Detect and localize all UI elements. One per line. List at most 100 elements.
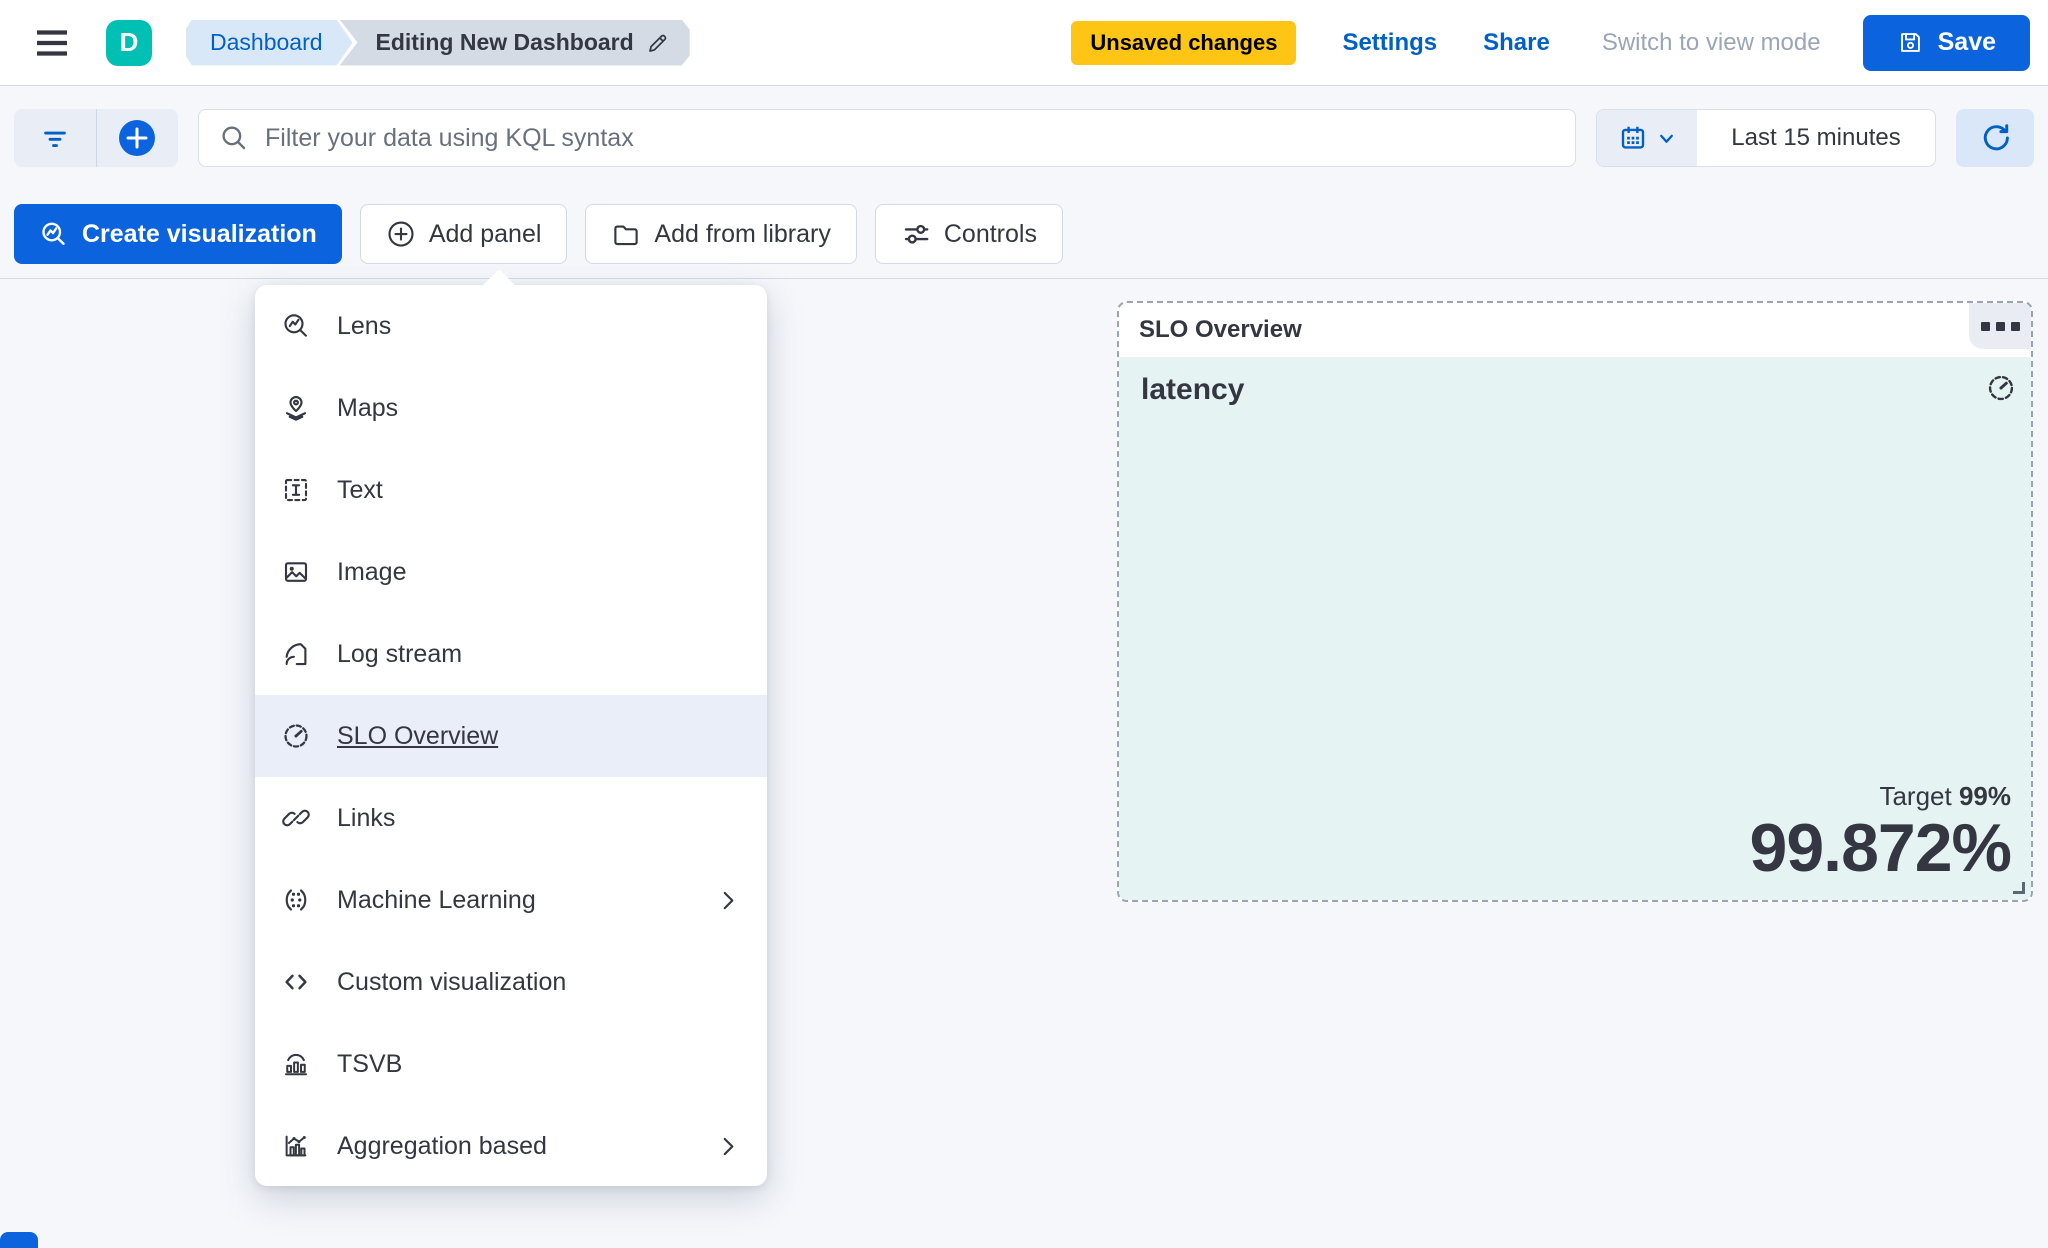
plus-circle-icon (388, 221, 414, 247)
menu-item-label: Custom visualization (337, 967, 567, 996)
menu-item-label: TSVB (337, 1049, 403, 1078)
machine-learning-icon (281, 885, 311, 915)
time-range-text: Last 15 minutes (1731, 124, 1901, 151)
controls-button[interactable]: Controls (874, 204, 1063, 264)
create-visualization-button[interactable]: Create visualization (14, 204, 342, 264)
menu-item-slo-overview[interactable]: SLO Overview (255, 695, 767, 777)
share-link[interactable]: Share (1483, 28, 1550, 56)
unsaved-changes-badge: Unsaved changes (1071, 20, 1297, 65)
menu-item-label: Log stream (337, 639, 463, 668)
breadcrumb-dashboard[interactable]: Dashboard (186, 20, 353, 66)
chevron-right-icon (715, 887, 741, 913)
add-filter-plus-icon (119, 120, 156, 156)
add-panel-menu: Lens Maps Text Image Log stream SLO Over… (255, 285, 767, 1186)
menu-hamburger-button[interactable] (30, 21, 74, 65)
slo-target-label: Target (1879, 780, 1952, 811)
slo-value: 99.872% (1749, 809, 2012, 886)
slo-panel-content: latency Target 99% 99.872% (1119, 357, 2031, 900)
search-icon (222, 126, 246, 150)
controls-label: Controls (943, 219, 1037, 248)
breadcrumb-current-dashboard[interactable]: Editing New Dashboard (340, 20, 690, 66)
folder-icon (614, 225, 639, 246)
add-panel-label: Add panel (428, 219, 542, 248)
filter-icon (43, 131, 66, 147)
time-range-picker: Last 15 minutes (1596, 109, 1936, 167)
breadcrumb-current-label: Editing New Dashboard (375, 29, 634, 55)
menu-item-label: Machine Learning (337, 885, 536, 914)
image-icon (281, 557, 311, 587)
refresh-icon (1983, 124, 2009, 151)
menu-item-maps[interactable]: Maps (255, 367, 767, 449)
query-bar: Last 15 minutes (0, 86, 2048, 190)
controls-sliders-icon (904, 224, 929, 244)
time-range-value[interactable]: Last 15 minutes (1697, 110, 1935, 166)
slo-overview-panel: SLO Overview latency Target 99% 99.872% (1117, 301, 2033, 902)
panel-options-icon (1980, 321, 1990, 331)
panel-header[interactable]: SLO Overview (1119, 303, 2031, 357)
breadcrumb: Dashboard Editing New Dashboard (186, 20, 690, 66)
dashboard-action-bar: Create visualization Add panel Add from … (0, 190, 2048, 279)
menu-item-image[interactable]: Image (255, 531, 767, 613)
link-icon (281, 803, 311, 833)
breadcrumb-dashboard-label: Dashboard (210, 29, 323, 55)
add-filter-button[interactable] (95, 109, 179, 167)
save-button[interactable]: Save (1862, 14, 2030, 71)
gauge-icon (1985, 372, 2017, 409)
calendar-icon (1621, 126, 1645, 149)
menu-item-lens[interactable]: Lens (255, 285, 767, 367)
space-avatar-letter: D (119, 27, 139, 57)
hamburger-icon (37, 29, 67, 56)
aggregation-icon (281, 1131, 311, 1161)
text-icon (281, 475, 311, 505)
menu-item-tsvb[interactable]: TSVB (255, 1023, 767, 1105)
menu-item-label: Maps (337, 393, 399, 422)
kql-search-input[interactable] (265, 123, 1555, 153)
lens-icon (281, 311, 311, 341)
date-picker-calendar-button[interactable] (1597, 110, 1697, 166)
menu-item-machine-learning[interactable]: Machine Learning (255, 859, 767, 941)
chevron-right-icon (715, 1133, 741, 1159)
menu-item-text[interactable]: Text (255, 449, 767, 531)
edit-pencil-icon (646, 31, 670, 55)
save-floppy-icon (1900, 33, 1920, 52)
menu-item-label: Lens (337, 311, 392, 340)
switch-to-view-mode-link[interactable]: Switch to view mode (1601, 28, 1821, 56)
add-panel-menu-list: Lens Maps Text Image Log stream SLO Over… (255, 285, 767, 1186)
slo-target-line: Target 99% (1750, 781, 2011, 812)
filter-button-group (14, 109, 178, 167)
slo-metric: Target 99% 99.872% (1749, 781, 2012, 886)
maps-icon (281, 393, 311, 423)
kql-search-box (198, 109, 1576, 167)
tsvb-icon (281, 1049, 311, 1079)
lens-icon (42, 222, 65, 245)
panel-options-icon (2010, 321, 2020, 331)
menu-item-label: Image (337, 557, 407, 586)
code-icon (281, 967, 311, 997)
menu-item-label: Text (337, 475, 383, 504)
create-visualization-label: Create visualization (82, 219, 317, 248)
panel-resize-handle[interactable] (2013, 882, 2025, 894)
panel-title: SLO Overview (1139, 316, 1302, 343)
slo-name: latency (1141, 373, 1245, 406)
settings-link[interactable]: Settings (1342, 28, 1438, 56)
log-stream-icon (281, 639, 311, 669)
save-button-label: Save (1937, 28, 1996, 56)
menu-item-label: Aggregation based (337, 1131, 547, 1160)
menu-item-label: Links (337, 803, 396, 832)
panel-options-button[interactable] (1969, 303, 2031, 349)
menu-item-aggregation-based[interactable]: Aggregation based (255, 1105, 767, 1186)
slo-gauge-icon (281, 721, 311, 751)
filter-options-button[interactable] (14, 109, 96, 167)
menu-item-label: SLO Overview (337, 721, 499, 750)
add-from-library-button[interactable]: Add from library (585, 204, 857, 264)
refresh-button[interactable] (1956, 109, 2034, 167)
space-avatar[interactable]: D (106, 19, 152, 66)
top-navigation-bar: D Dashboard Editing New Dashboard Unsave… (0, 0, 2048, 86)
panel-options-icon (1995, 321, 2005, 331)
slo-target-value: 99% (1958, 780, 2011, 811)
bottom-left-blue-tab[interactable] (0, 1232, 38, 1248)
menu-item-custom-visualization[interactable]: Custom visualization (255, 941, 767, 1023)
menu-item-links[interactable]: Links (255, 777, 767, 859)
menu-item-log-stream[interactable]: Log stream (255, 613, 767, 695)
add-panel-button[interactable]: Add panel (359, 204, 568, 264)
